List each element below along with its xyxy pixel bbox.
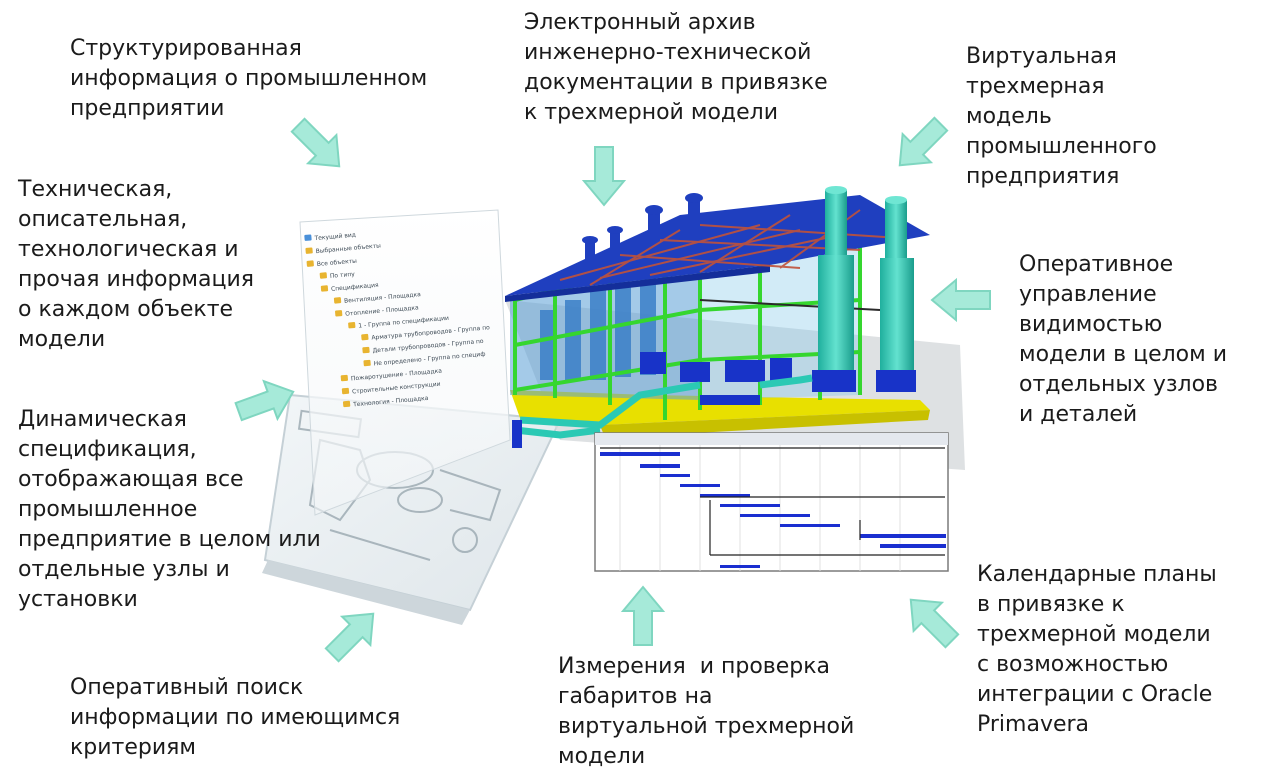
object-tree-panel xyxy=(299,209,511,516)
folder-icon xyxy=(341,387,350,395)
svg-text:По типу: По типу xyxy=(330,271,356,280)
folder-icon xyxy=(306,260,314,267)
folder-icon xyxy=(363,359,371,367)
svg-text:Текущий вид: Текущий вид xyxy=(313,232,356,243)
folder-icon xyxy=(340,374,349,382)
folder-icon xyxy=(361,333,369,341)
tree-item[interactable]: По типу xyxy=(330,271,356,280)
folder-icon xyxy=(342,400,351,408)
folder-icon xyxy=(362,346,370,354)
svg-text:Все объекты: Все объекты xyxy=(317,258,358,268)
caption-calendar-plans: Календарные планы в привязке к трехмерно… xyxy=(977,562,1217,737)
arrow-icon xyxy=(931,279,991,321)
svg-text:Спецификация: Спецификация xyxy=(331,282,380,293)
caption-document-archive: Электронный архив инженерно-технической … xyxy=(524,10,828,125)
caption-quick-search: Оперативный поиск информации по имеющимс… xyxy=(70,675,401,760)
folder-icon xyxy=(348,322,356,329)
arrow-icon xyxy=(317,598,389,670)
arrow-icon xyxy=(884,109,956,181)
arrow-icon xyxy=(895,584,967,656)
folder-icon xyxy=(304,234,312,241)
tree-item[interactable]: Текущий вид xyxy=(313,232,356,243)
vessel-columns xyxy=(812,186,916,392)
folder-icon xyxy=(320,285,329,292)
tree-item[interactable]: Все объекты xyxy=(317,258,358,268)
caption-visibility-control: Оперативное управление видимостью модели… xyxy=(1019,252,1228,427)
folder-icon xyxy=(305,247,313,254)
arrow-icon xyxy=(622,586,664,646)
gantt-chart-window xyxy=(594,432,949,572)
arrow-icon xyxy=(583,146,625,206)
folder-icon xyxy=(319,272,327,279)
plant-3d-model xyxy=(505,186,965,470)
caption-dynamic-specification: Динамическая спецификация, отображающая … xyxy=(18,407,321,612)
caption-virtual-3d-model: Виртуальная трехмерная модель промышленн… xyxy=(966,44,1157,189)
caption-structured-info: Структурированная информация о промышлен… xyxy=(70,36,428,121)
caption-measurements: Измерения и проверка габаритов на виртуа… xyxy=(558,654,855,769)
folder-icon xyxy=(335,310,343,317)
folder-icon xyxy=(333,297,342,304)
caption-technical-info: Техническая, описательная, технологическ… xyxy=(18,177,255,352)
tree-item[interactable]: Спецификация xyxy=(331,282,380,293)
